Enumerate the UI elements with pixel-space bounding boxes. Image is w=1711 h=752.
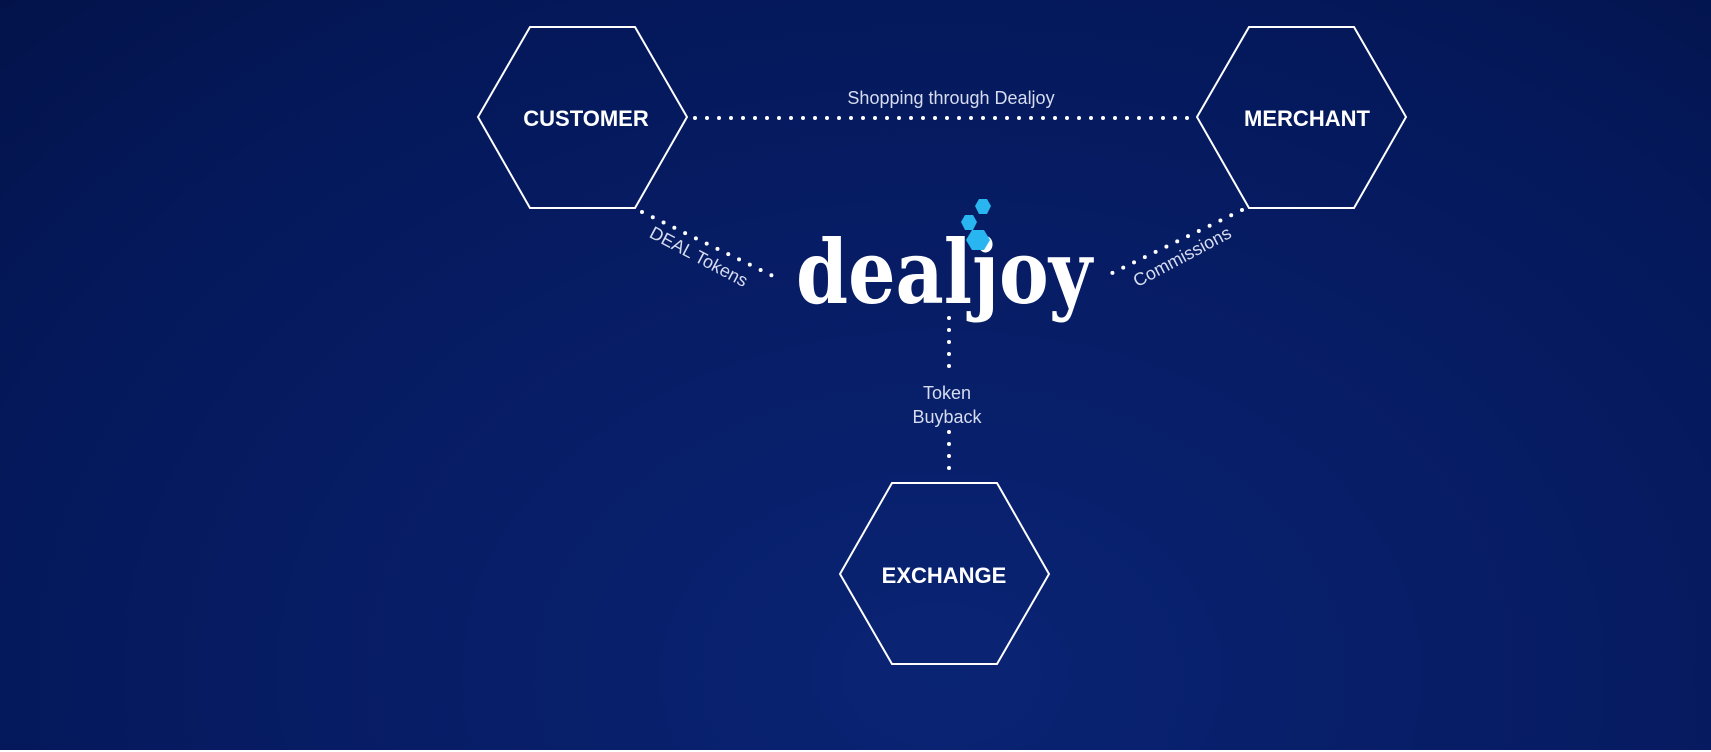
node-customer: CUSTOMER (476, 26, 689, 209)
exchange-label: EXCHANGE (882, 563, 1007, 588)
merchant-label: MERCHANT (1244, 106, 1370, 131)
label-token: Token (923, 383, 971, 403)
label-deal-tokens: DEAL Tokens (646, 223, 751, 291)
customer-label: CUSTOMER (523, 106, 649, 131)
node-merchant: MERCHANT (1195, 26, 1408, 209)
logo-wordmark: dealjoy (796, 220, 1094, 324)
logo-hexagon-dots-icon (961, 199, 991, 250)
label-buyback: Buyback (912, 407, 982, 427)
dealjoy-logo: dealjoy (796, 199, 1094, 324)
label-shopping-through-dealjoy: Shopping through Dealjoy (847, 88, 1054, 108)
node-exchange: EXCHANGE (838, 482, 1051, 665)
connector-merchant-dealjoy (1108, 208, 1244, 276)
exchange-hexagon (838, 482, 1051, 665)
connector-customer-dealjoy (640, 210, 775, 278)
customer-hexagon (476, 26, 689, 209)
merchant-hexagon (1195, 26, 1408, 209)
